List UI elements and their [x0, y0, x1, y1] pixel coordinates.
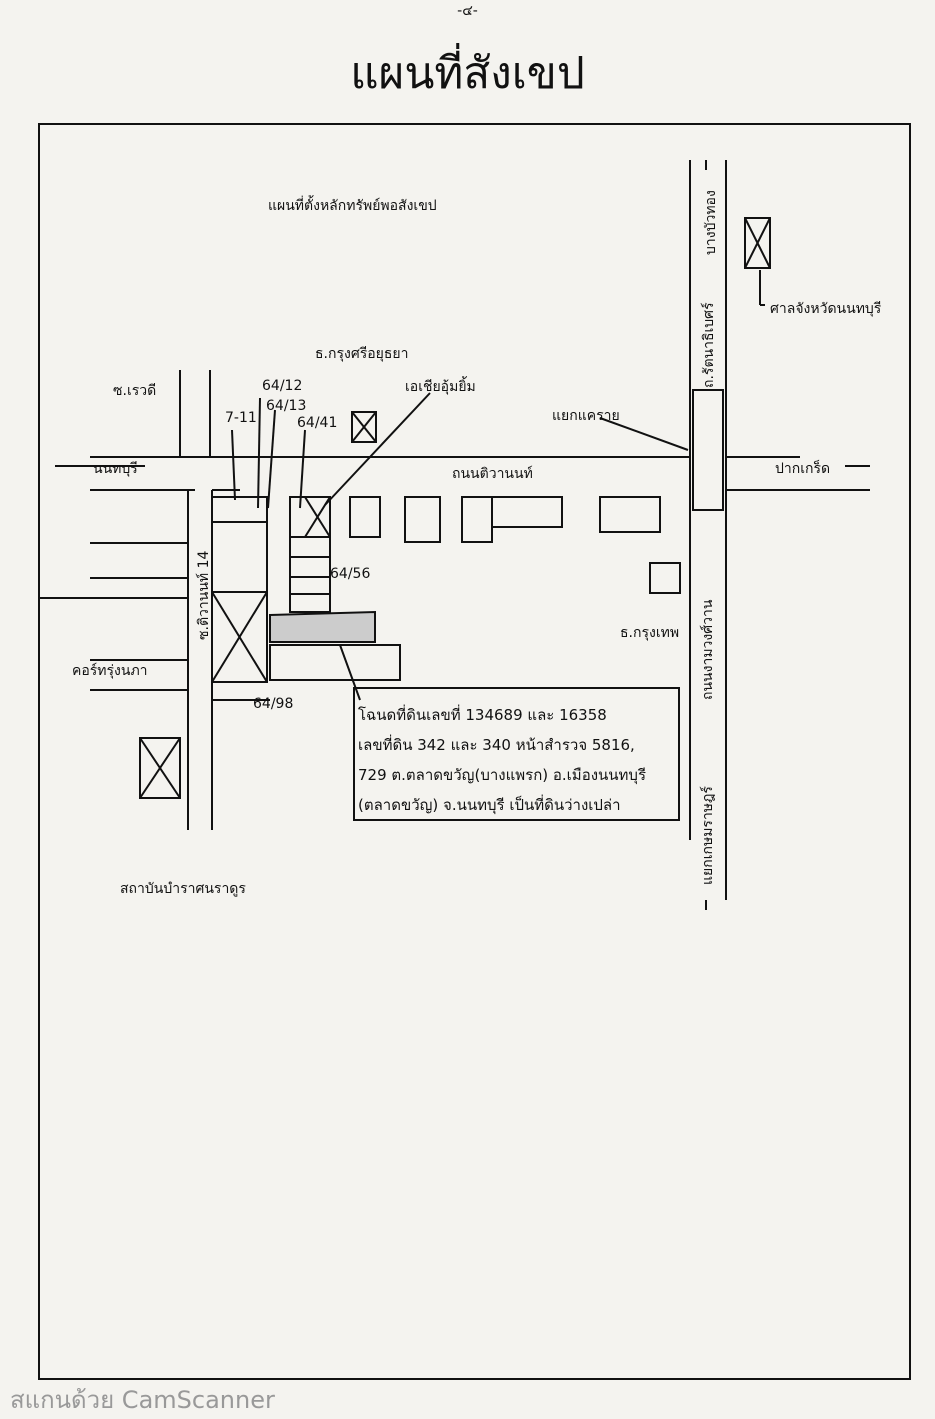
camscanner-watermark: สแกนด้วย CamScanner	[10, 1386, 275, 1414]
plot-64-56-label: 64/56	[330, 566, 371, 582]
kasem-junction-label: แยกเกษมราษฎร์	[700, 786, 716, 885]
pak-kret-label: ปากเกร็ด	[775, 461, 831, 477]
tiwanon-road-label: ถนนติวานนท์	[452, 466, 533, 482]
map-title: แผนที่สังเขป	[350, 48, 585, 99]
page-number: -๔-	[457, 3, 478, 19]
seven-eleven-label: 7-11	[225, 410, 257, 426]
deed-note-line-2: เลขที่ดิน 342 และ 340 หน้าสำรวจ 5816,	[358, 736, 635, 754]
krungthep-bank-label: ธ.กรุงเทพ	[620, 625, 680, 641]
khor-thung-nakha-label: คอร์ทรุ่งนภา	[72, 663, 148, 679]
plot-64-98-label: 64/98	[253, 696, 294, 712]
bang-bua-thong-label: บางบัวทอง	[703, 190, 719, 255]
ngamwongwan-road-label: ถนนงามวงศ์วาน	[700, 599, 716, 700]
map-header: แผนที่ตั้งหลักทรัพย์พอสังเขป	[268, 198, 437, 214]
map-frame	[38, 123, 911, 1380]
rattanathibet-road-label: ถ.รัตนาธิเบศร์	[701, 302, 717, 388]
province-hall-label: ศาลจังหวัดนนทบุรี	[770, 301, 882, 317]
plot-64-12-label: 64/12	[262, 378, 303, 394]
khae-rai-junction-label: แยกแคราย	[552, 408, 620, 424]
krungsri-bank-label: ธ.กรุงศรีอยุธยา	[315, 346, 409, 362]
soi-rawadee-label: ซ.เรวดี	[113, 383, 157, 399]
deed-note-line-3: 729 ต.ตลาดขวัญ(บางแพรก) อ.เมืองนนทบุรี	[358, 766, 646, 784]
plot-64-41-label: 64/41	[297, 415, 338, 431]
deed-note-line-4: (ตลาดขวัญ) จ.นนทบุรี เป็นที่ดินว่างเปล่า	[358, 796, 621, 814]
asia-oodomsap-label: เอเชียอุ้มยิ้ม	[405, 379, 476, 395]
deed-note: โฉนดที่ดินเลขที่ 134689 และ 16358 เลขที่…	[358, 700, 646, 820]
soi-tiwanon-14-label: ซ.ติวานนท์ 14	[196, 550, 212, 640]
deed-note-line-1: โฉนดที่ดินเลขที่ 134689 และ 16358	[358, 706, 607, 724]
plot-64-13-label: 64/13	[266, 398, 307, 414]
nonthaburi-direction-label: นนทบุรี	[93, 461, 138, 477]
bamrasnaradura-label: สถาบันบำราศนราดูร	[120, 881, 246, 897]
